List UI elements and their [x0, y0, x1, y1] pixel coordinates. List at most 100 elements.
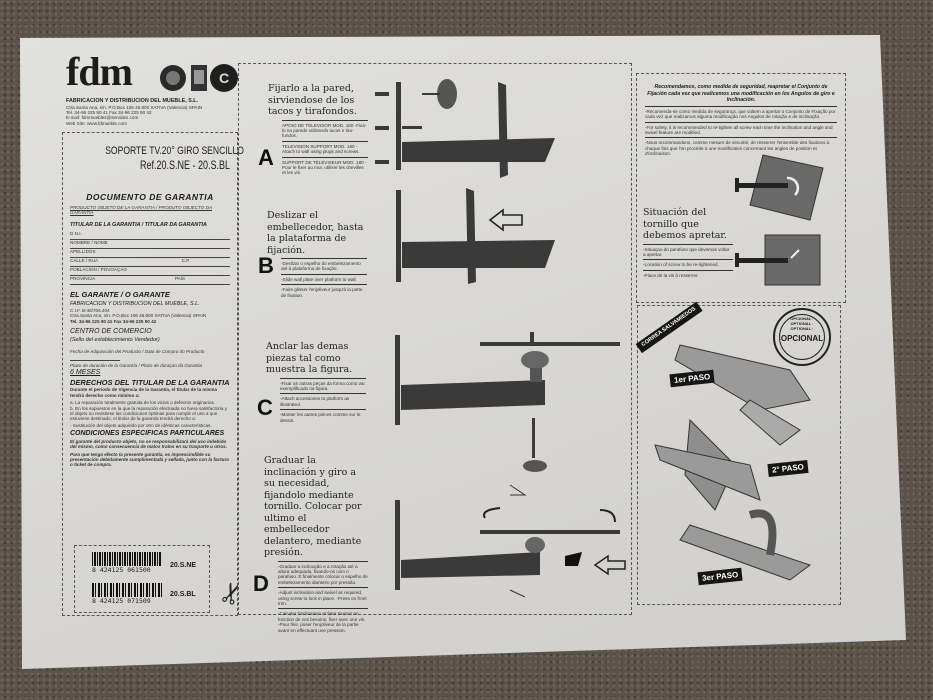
guarantor-phone: Tel. 34-96 225 90 41 Fax 34-96 225 90 42: [70, 318, 157, 324]
arrow-left-icon: [593, 554, 626, 576]
barcode-number: 8 424125 071509: [92, 597, 151, 605]
step-d: Graduar la inclinación y giro a su neces…: [264, 455, 368, 633]
barcode-ne: 8 424125 061500: [92, 552, 162, 574]
safety-note: -Recomenda-se como medida de segurança, …: [645, 108, 836, 120]
screw-note: -Place de la vis à resserrer.: [643, 272, 699, 278]
barcode-number: 8 424125 061500: [92, 566, 151, 574]
rights-b: b. En los supuestos en la que la reparac…: [70, 405, 228, 422]
step-letter: B: [258, 253, 274, 278]
step-title: Graduar la inclinación y giro a su neces…: [264, 455, 362, 558]
bracket-illustrations: [375, 79, 626, 598]
step-title: Fijarlo a la pared, sirviendose de los t…: [268, 83, 357, 117]
rotate-arrow-icon: [599, 509, 616, 523]
safety-note: -For safety, it is recommended to re-tig…: [645, 124, 833, 135]
conditions-heading: CONDICIONES ESPECIFICAS PARTICULARES: [70, 430, 225, 438]
safety-note: -Nous recommandons, comme mesure de sécu…: [645, 140, 830, 157]
guarantor-address: Ctra.Santa Ana, s/n. P.O.Box 106 46.800 …: [70, 313, 207, 319]
step-d-illustration: [395, 500, 626, 598]
company-address: Ctra.Santa Ana, s/n. P.O.Box 106 46.800 …: [66, 104, 203, 110]
rights-substitution: - Sustitución del objeto adquirido por o…: [70, 422, 212, 428]
step-a-illustration: [375, 79, 555, 178]
barcode-bars: [92, 583, 162, 597]
rights-intro: Durante el periodo de Vigencia de la Gar…: [70, 387, 217, 398]
company-name: FABRICACION Y DISTRIBUCION DEL MUEBLE, S…: [66, 98, 199, 104]
step-note: -Attach accessories to platform as illus…: [280, 396, 350, 407]
rights-heading: DERECHOS DEL TITULAR DE LA GARANTIA: [70, 378, 230, 388]
step-note: -Adjust inclination and swivel as requir…: [278, 590, 367, 606]
stamp-ring-text: OPCIONAL · OPTIONAL · OPTIONAL ·: [790, 316, 814, 331]
step-note: -Graduar a inclinação e a rotação até à …: [278, 563, 368, 585]
conditions-2: Para que tenga efecto la presente garant…: [70, 451, 229, 468]
purchase-date-label: Fecha de Adquisición del Producto / Data…: [70, 349, 205, 355]
purchase-date-field[interactable]: [70, 355, 120, 361]
screw-location-illustration: [735, 154, 824, 286]
optional-stamp: OPCIONAL · OPTIONAL · OPTIONAL · OPCIONA…: [773, 308, 831, 366]
rotate-arrow-icon: [483, 507, 501, 519]
field-pais[interactable]: PAÍS: [174, 276, 185, 282]
field-provincia[interactable]: PROVINCIA: [70, 276, 96, 282]
product-subject: PRODUCTO OBJETO DE LA GARANTIA / PRODUTO…: [70, 205, 213, 216]
safety-panel: [636, 73, 846, 303]
product-reference: Ref.20.S.NE - 20.S.BL: [139, 158, 230, 172]
step-note: APOIO DE TELEVISOR MOD. 180 -Fixá-lo na …: [282, 122, 367, 139]
arrow-left-icon: [488, 208, 523, 232]
field-poblacion[interactable]: POBLACION / POVOAÇAO: [70, 267, 230, 277]
store-heading: CENTRO DE COMERCIO: [70, 328, 152, 336]
step-b-illustration: [396, 188, 555, 284]
step-title: Deslizar el embellecedor, hasta la plata…: [267, 210, 364, 256]
duration-label: Plazo de duración de la Garantía / Plazo…: [70, 362, 203, 368]
guarantor-name: FABRICACION Y DISTRIBUCION DEL MUEBLE, S…: [70, 301, 200, 308]
safety-heading: Recomendamos, como medida de seguridad, …: [647, 84, 835, 104]
step-a: Fijarlo a la pared, sirviendose de los t…: [268, 83, 368, 176]
barcode-bars: [92, 552, 162, 566]
guarantor-cif: C.I.F. B-46/706.404: [70, 307, 110, 313]
field-calle[interactable]: CALLE / RUA: [70, 258, 99, 264]
barcode-code-bl: 20.S.BL: [170, 591, 196, 598]
warranty-text: DOCUMENTO DE GARANTIA PRODUCTO OBJETO DE…: [70, 192, 230, 468]
barcode-box: [74, 545, 210, 613]
step-b: Deslizar el embellecedor, hasta la plata…: [267, 210, 367, 298]
warranty-doc-title: DOCUMENTO DE GARANTIA: [86, 192, 214, 202]
certification-logos: C: [160, 64, 238, 92]
c-mark-icon: [210, 64, 238, 92]
strap-illustrations: [654, 344, 812, 581]
step-note: -Fixar as outras peças da forma como vai…: [280, 380, 365, 391]
barcode-code-ne: 20.S.NE: [170, 562, 197, 569]
step-note: -Slide wall plate over platform to wall.: [281, 276, 357, 282]
svg-text:C: C: [219, 70, 229, 86]
step-note: SUPPORT DE TÉLÉVISEUR MOD. 180 -Pour le …: [282, 159, 367, 176]
warranty-card: [62, 132, 238, 616]
field-apellidos[interactable]: APELLIDOS: [70, 249, 230, 259]
holder-heading: TITULAR DE LA GARANTIA / TITULAR DA GARA…: [70, 221, 207, 228]
guarantor-heading: EL GARANTE / O GARANTE: [70, 290, 170, 300]
step-title: Anclar las demas piezas tal como muestra…: [266, 341, 353, 375]
instructions-panel: [238, 63, 632, 615]
strap-panel: [637, 305, 841, 605]
step-c-illustration: [395, 332, 620, 496]
screw-title: Situación del tornillo que debemos apret…: [643, 207, 727, 241]
field-nombre[interactable]: NOMBRE / NOME: [70, 240, 230, 250]
duration-value: 6 MESES: [70, 368, 101, 376]
fdm-logo: fdm: [66, 49, 133, 94]
field-dni[interactable]: D.N.I.: [70, 231, 230, 241]
screw-note: -Situaçao do parafuso que devemos voltar…: [643, 246, 730, 257]
step-letter: D: [253, 571, 269, 596]
step-letter: C: [257, 395, 273, 420]
company-phone: Tel. 34-96 225 90 41 Fax 34-96 225 90 42: [66, 109, 152, 115]
step-c: Anclar las demas piezas tal como muestra…: [266, 341, 366, 423]
step-letter: A: [258, 145, 274, 170]
field-cp[interactable]: C.P.: [181, 258, 190, 264]
store-subheading: (Sello del establecimiento Vendedor): [70, 336, 160, 343]
step-note: -Deslizar o espelho do embelezamento até…: [281, 261, 361, 272]
stamp-center: OPCIONAL: [780, 334, 824, 343]
barcode-bl: 8 424125 071509: [92, 583, 162, 605]
rights-a: a. La reparación totalmente gratuita de …: [70, 400, 216, 406]
product-title: SOPORTE TV.20° GIRO SENCILLO: [105, 145, 244, 157]
company-web: Web Site: www.fdmueble.com: [66, 120, 127, 126]
step-note: -Faire glisser l'enjoliveur jusqu'à la p…: [281, 287, 363, 298]
company-email: E-mail: fdmmuebles@servidex.com: [66, 115, 139, 121]
step-note: TELEVISION SUPPORT MOD. 180 -Attach to w…: [282, 143, 360, 155]
step-note: -Calculer l'inclinaison et faire tourner…: [278, 611, 366, 633]
step-note: -Monter les autres pièces comme sur le d…: [280, 412, 361, 423]
screw-note: -Location of screw to be re-tightened.: [643, 262, 719, 268]
